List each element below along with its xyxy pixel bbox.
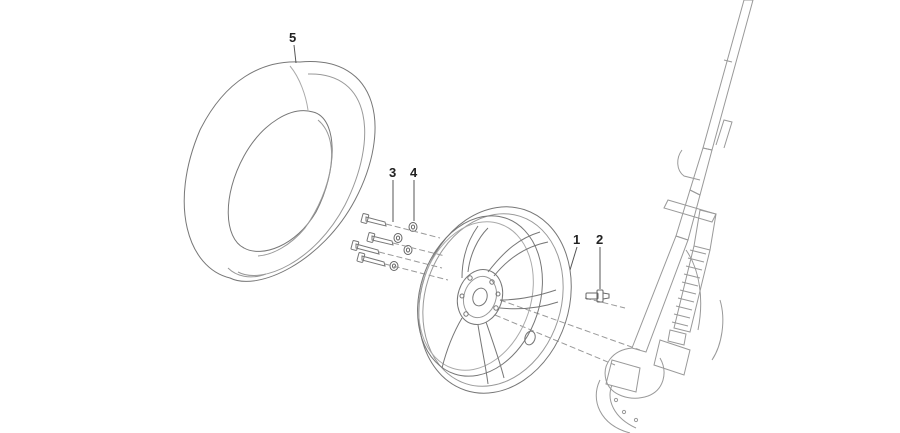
fork-drawing (595, 0, 754, 433)
callout-bolt-number: 3 (389, 165, 397, 180)
wheel-rim-drawing (417, 206, 572, 394)
tire-drawing (183, 61, 376, 282)
callout-valve-number: 2 (596, 232, 604, 247)
bolt-group (350, 213, 394, 267)
wheel-leader-line (569, 246, 578, 271)
washer-group (389, 222, 418, 271)
callout-wheel-rim-number: 1 (573, 232, 581, 247)
valve-drawing (585, 289, 610, 303)
callout-washer-number: 4 (410, 165, 418, 180)
tire-leader-line (293, 44, 297, 64)
assembly-dashed-lines (378, 223, 641, 366)
callout-tire-number: 5 (289, 30, 297, 45)
